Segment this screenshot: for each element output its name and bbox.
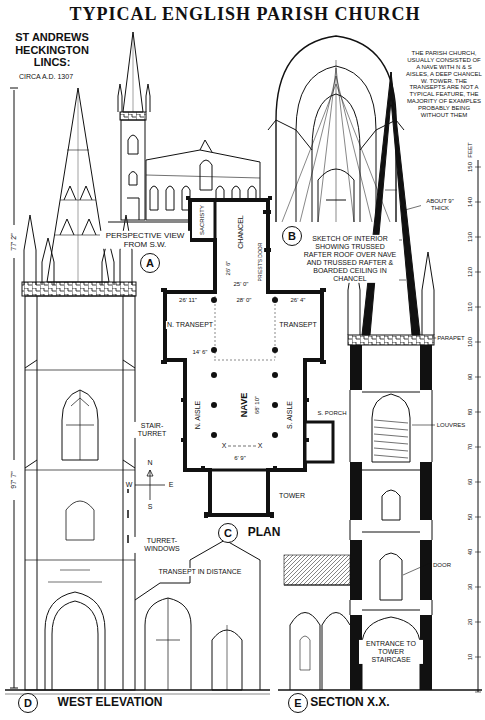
stroke (475, 517, 481, 518)
stroke (475, 692, 481, 693)
view-letter: C (224, 527, 232, 539)
perspective-view (108, 32, 265, 222)
label: S. AISLE (286, 400, 294, 430)
stroke (475, 342, 481, 343)
label: 77' 2" (10, 232, 18, 251)
label: W (125, 481, 134, 489)
scale-number: 20 (467, 618, 474, 627)
view-letter-circle: B (282, 226, 302, 246)
view-letter-circle: C (218, 523, 238, 543)
label: S. PORCH (316, 410, 347, 417)
stroke (475, 587, 481, 588)
label: 28' 0" (236, 297, 253, 304)
stroke (475, 272, 481, 273)
label: NAVE (239, 392, 249, 418)
stroke (475, 657, 481, 658)
label: X (257, 442, 264, 450)
label: CIRCA A.D. 1307 (5, 73, 87, 81)
label: TRANSEPT IN DISTANCE (158, 568, 243, 576)
label: SKETCH OF INTERIOR SHOWING TRUSSED RAFTE… (301, 235, 399, 283)
label: N (146, 459, 153, 467)
label: DOOR (432, 562, 452, 569)
label: 26' 4" (290, 297, 307, 304)
view-letter-circle: A (140, 253, 160, 273)
stroke (374, 420, 408, 423)
label: PERSPECTIVE VIEW FROM S.W. (100, 231, 190, 249)
view-letter-circle: E (288, 693, 308, 713)
label: PRIEST'S DOOR (258, 242, 264, 283)
label: N. TRANSEPT (166, 321, 214, 329)
label: PARAPET (436, 335, 466, 342)
view-letter-circle: D (18, 693, 38, 713)
stroke (475, 552, 481, 553)
label: WEST ELEVATION (57, 696, 164, 710)
scale-number: 50 (467, 513, 474, 522)
label: ABOUT 9" THICK (421, 198, 459, 212)
stroke (475, 412, 481, 413)
label: ST ANDREWS HECKINGTON LINCS: (4, 31, 100, 69)
view-letter: A (146, 257, 154, 269)
scale-number: 140 (467, 196, 474, 208)
stroke (374, 448, 408, 451)
interior-sketch (268, 36, 404, 222)
scale-number: 30 (467, 583, 474, 592)
stroke (318, 68, 336, 222)
view-letter: D (24, 697, 32, 709)
label: THE PARISH CHURCH, USUALLY CONSISTED OF … (405, 50, 483, 119)
label: PLAN (247, 526, 282, 540)
stroke (374, 441, 408, 444)
stroke (475, 377, 481, 378)
scale-number: 130 (467, 231, 474, 243)
label: 26' 11" (178, 297, 198, 304)
label: N. AISLE (194, 400, 202, 430)
label: TURRET-WINDOWS (134, 537, 190, 553)
scale-number: FEET (467, 141, 474, 158)
scale-number: 40 (467, 548, 474, 557)
stroke (475, 622, 481, 623)
stroke (475, 307, 481, 308)
label: LOUVRES (436, 422, 467, 429)
label: 26' 6" (225, 260, 232, 277)
stroke (475, 202, 481, 203)
view-letter: B (288, 230, 296, 242)
stroke (374, 455, 408, 458)
label: ENTRANCE TO TOWER STAIRCASE (359, 640, 423, 664)
stroke (475, 237, 481, 238)
title: TYPICAL ENGLISH PARISH CHURCH (68, 4, 421, 25)
label: STAIR-TURRET (131, 422, 173, 438)
scale-number: 110 (467, 301, 474, 313)
stroke (374, 427, 408, 430)
label: 14' 6" (192, 349, 209, 356)
label: 97' 7" (10, 470, 18, 489)
west-elevation (5, 88, 270, 694)
stroke (475, 482, 481, 483)
view-letter: E (294, 697, 301, 709)
scale-number: 70 (467, 443, 474, 452)
scale-number: 150 (467, 161, 474, 173)
label: SECTION X.X. (309, 696, 390, 710)
stroke (475, 167, 481, 168)
label: TRANSEPT (278, 321, 317, 329)
label: TOWER (278, 492, 306, 500)
label: CHANCEL (237, 214, 245, 249)
scale-number: 100 (467, 336, 474, 348)
label: X (221, 442, 228, 450)
label: E (168, 481, 175, 489)
stroke (282, 84, 336, 222)
scale-number: 80 (467, 408, 474, 417)
scale-number: 10 (467, 653, 474, 662)
label: 6' 9" (233, 455, 247, 462)
stroke (475, 447, 481, 448)
stroke (374, 434, 408, 437)
scale-number: 120 (467, 266, 474, 278)
label: SACRISTY (199, 204, 206, 236)
scale-number: 60 (467, 478, 474, 487)
label: 25' 0" (233, 281, 250, 288)
label: 68' 10" (254, 395, 261, 415)
scale-number: 90 (467, 373, 474, 382)
tower-section (278, 72, 482, 692)
label: S (147, 503, 154, 511)
